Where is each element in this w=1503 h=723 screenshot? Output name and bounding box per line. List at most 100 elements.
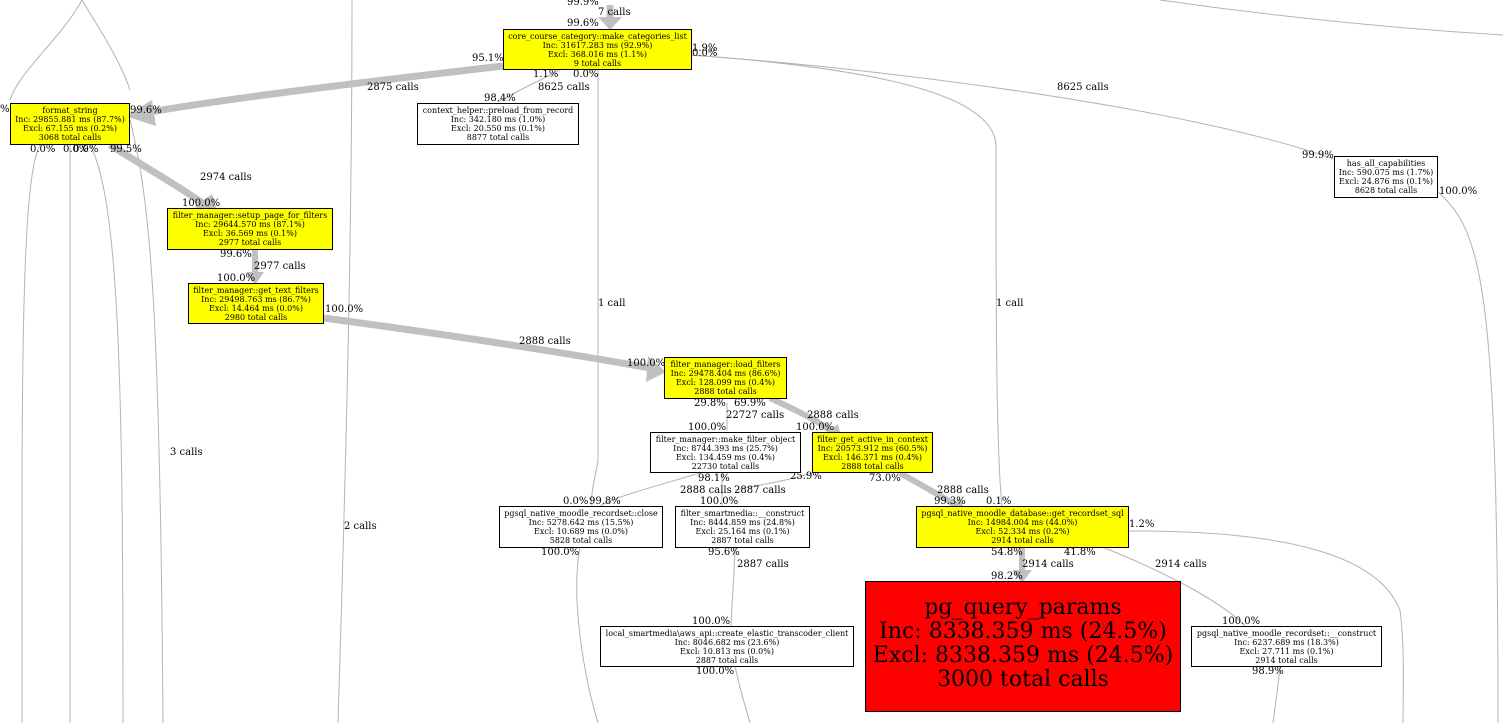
node-title: local_smartmedia\aws_api::create_elastic… <box>605 629 849 638</box>
node-setup-page-for-filters[interactable]: filter_manager::setup_page_for_filters I… <box>167 208 333 250</box>
edge-label: 99.6% <box>220 249 252 260</box>
node-calls: 8877 total calls <box>466 133 530 142</box>
node-recordset-construct[interactable]: pgsql_native_moodle_recordset::__constru… <box>1191 626 1382 667</box>
edge-label: 99.9% <box>1302 150 1334 161</box>
edge-label: 100.0% <box>692 616 730 627</box>
edge-label: 100.0% <box>796 422 834 433</box>
edge-label: 100.0% <box>541 547 579 558</box>
node-calls: 2888 total calls <box>694 387 757 396</box>
edge-label: 100.0% <box>700 496 738 507</box>
node-calls: 3000 total calls <box>937 667 1109 692</box>
edge-label: 2888 calls <box>680 485 732 496</box>
edge-label: 2977 calls <box>254 261 306 272</box>
node-calls: 2980 total calls <box>224 313 288 322</box>
node-title: has_all_capabilities <box>1346 159 1426 168</box>
node-inc: Inc: 31617.283 ms (92.9%) <box>542 41 653 50</box>
edge-label: 100.0% <box>688 422 726 433</box>
node-excl: Excl: 67.155 ms (0.2%) <box>23 124 117 133</box>
node-inc: Inc: 14984.004 ms (44.0%) <box>967 518 1078 527</box>
edge-labels: 99.9% 7 calls 99.6% 1.9% 0.0% 95.1% 1.1%… <box>0 0 1477 677</box>
node-title: filter_manager::setup_page_for_filters <box>172 211 328 220</box>
edge-label: 2914 calls <box>1022 559 1074 570</box>
node-title: pgsql_native_moodle_database::get_record… <box>921 509 1124 518</box>
node-inc: Inc: 29644.570 ms (87.1%) <box>195 220 305 229</box>
edge-label: 1.2% <box>1129 519 1154 530</box>
node-excl: Excl: 146.371 ms (0.4%) <box>822 453 923 462</box>
node-inc: Inc: 8338.359 ms (24.5%) <box>879 619 1167 644</box>
edge-label: 99.6% <box>567 18 599 29</box>
edge-label: 2887 calls <box>734 485 786 496</box>
edge-label: 98.4% <box>484 93 516 104</box>
edge-label: 100.0% <box>217 273 255 284</box>
node-recordset-close[interactable]: pgsql_native_moodle_recordset::close Inc… <box>499 506 663 548</box>
node-has-all-capabilities[interactable]: has_all_capabilities Inc: 590.075 ms (1.… <box>1334 156 1438 198</box>
node-make-filter-object[interactable]: filter_manager::make_filter_object Inc: … <box>650 432 801 473</box>
edge-label: 0.0% <box>63 144 88 155</box>
edge-label: 100.0% <box>182 198 220 209</box>
edge-label: 98.9% <box>1252 666 1284 677</box>
edge-label: 100.0% <box>627 358 665 369</box>
node-title: filter_smartmedia::__construct <box>680 509 805 518</box>
node-title: pg_query_params <box>924 595 1122 620</box>
node-inc: Inc: 590.075 ms (1.7%) <box>1338 168 1434 177</box>
node-title: pgsql_native_moodle_recordset::close <box>504 509 658 518</box>
edge-label: 99.3% <box>934 496 966 507</box>
node-calls: 2887 total calls <box>711 536 774 545</box>
edge-label: 2875 calls <box>367 82 419 93</box>
edge-label: 0.1% <box>986 496 1011 507</box>
node-get-active-in-context[interactable]: filter_get_active_in_context Inc: 20573.… <box>812 432 933 473</box>
edge-label: 0.0% <box>563 496 588 507</box>
node-format-string[interactable]: format_string Inc: 29855.881 ms (87.7%) … <box>10 103 130 145</box>
edge-label: 54.8% <box>991 547 1023 558</box>
node-pg-query-params[interactable]: pg_query_params Inc: 8338.359 ms (24.5%)… <box>865 581 1181 712</box>
node-calls: 9 total calls <box>573 59 622 68</box>
edge-label: 2887 calls <box>737 559 789 570</box>
node-title: core_course_category::make_categories_li… <box>508 32 687 41</box>
node-preload-from-record[interactable]: context_helper::preload_from_record Inc:… <box>417 103 579 145</box>
edge-label: 0.0% <box>73 144 98 155</box>
node-calls: 8628 total calls <box>1354 186 1418 195</box>
edge-label: 2974 calls <box>200 172 252 183</box>
edge-label: 41.8% <box>1064 547 1096 558</box>
node-title: filter_manager::make_filter_object <box>655 435 796 444</box>
edge-label: 0.0% <box>692 48 717 59</box>
node-calls: 5828 total calls <box>549 536 613 545</box>
edge-label: 7 calls <box>598 7 631 18</box>
edge-label: 99.5% <box>110 144 142 155</box>
node-excl: Excl: 36.569 ms (0.1%) <box>203 229 297 238</box>
node-load-filters[interactable]: filter_manager::load_filters Inc: 29478.… <box>664 357 787 399</box>
edge-label: 1.9% <box>692 43 717 54</box>
node-calls: 2914 total calls <box>991 536 1054 545</box>
edge-label: 99.8% <box>589 496 621 507</box>
node-excl: Excl: 14.464 ms (0.0%) <box>209 304 303 313</box>
edge-label: 0.0% <box>573 69 598 80</box>
edge-label: 100.0% <box>1222 616 1260 627</box>
edge-label: 69.9% <box>734 398 766 409</box>
node-make-categories-list[interactable]: core_course_category::make_categories_li… <box>503 29 692 70</box>
node-title: filter_get_active_in_context <box>817 435 928 444</box>
node-excl: Excl: 134.459 ms (0.4%) <box>675 453 776 462</box>
node-excl: Excl: 10.689 ms (0.0%) <box>534 527 628 536</box>
edge-label: 8625 calls <box>538 82 590 93</box>
edge-label: 95.6% <box>708 547 740 558</box>
node-calls: 2977 total calls <box>218 238 282 247</box>
edge-label: 2888 calls <box>519 336 571 347</box>
node-inc: Inc: 8046.682 ms (23.6%) <box>674 638 780 647</box>
node-excl: Excl: 20.550 ms (0.1%) <box>451 124 545 133</box>
edge-label: 2914 calls <box>1155 559 1207 570</box>
edge-label: 95.1% <box>472 53 504 64</box>
node-excl: Excl: 27.711 ms (0.1%) <box>1239 647 1334 656</box>
node-smartmedia-construct[interactable]: filter_smartmedia::__construct Inc: 8444… <box>675 506 810 548</box>
edge-label: 25.9% <box>790 471 822 482</box>
thin-edges <box>9 0 1503 723</box>
node-title: filter_manager::get_text_filters <box>193 286 319 295</box>
node-inc: Inc: 8744.393 ms (25.7%) <box>673 444 778 453</box>
node-inc: Inc: 29478.404 ms (86.6%) <box>670 369 781 378</box>
edge-label: 100.0% <box>325 304 363 315</box>
node-inc: Inc: 5278.642 ms (15.5%) <box>528 518 634 527</box>
node-get-recordset-sql[interactable]: pgsql_native_moodle_database::get_record… <box>916 506 1129 548</box>
edge-label: 2888 calls <box>807 410 859 421</box>
edge-label: 99.6% <box>130 105 162 116</box>
node-transcoder-client[interactable]: local_smartmedia\aws_api::create_elastic… <box>600 626 854 667</box>
node-get-text-filters[interactable]: filter_manager::get_text_filters Inc: 29… <box>188 283 324 324</box>
